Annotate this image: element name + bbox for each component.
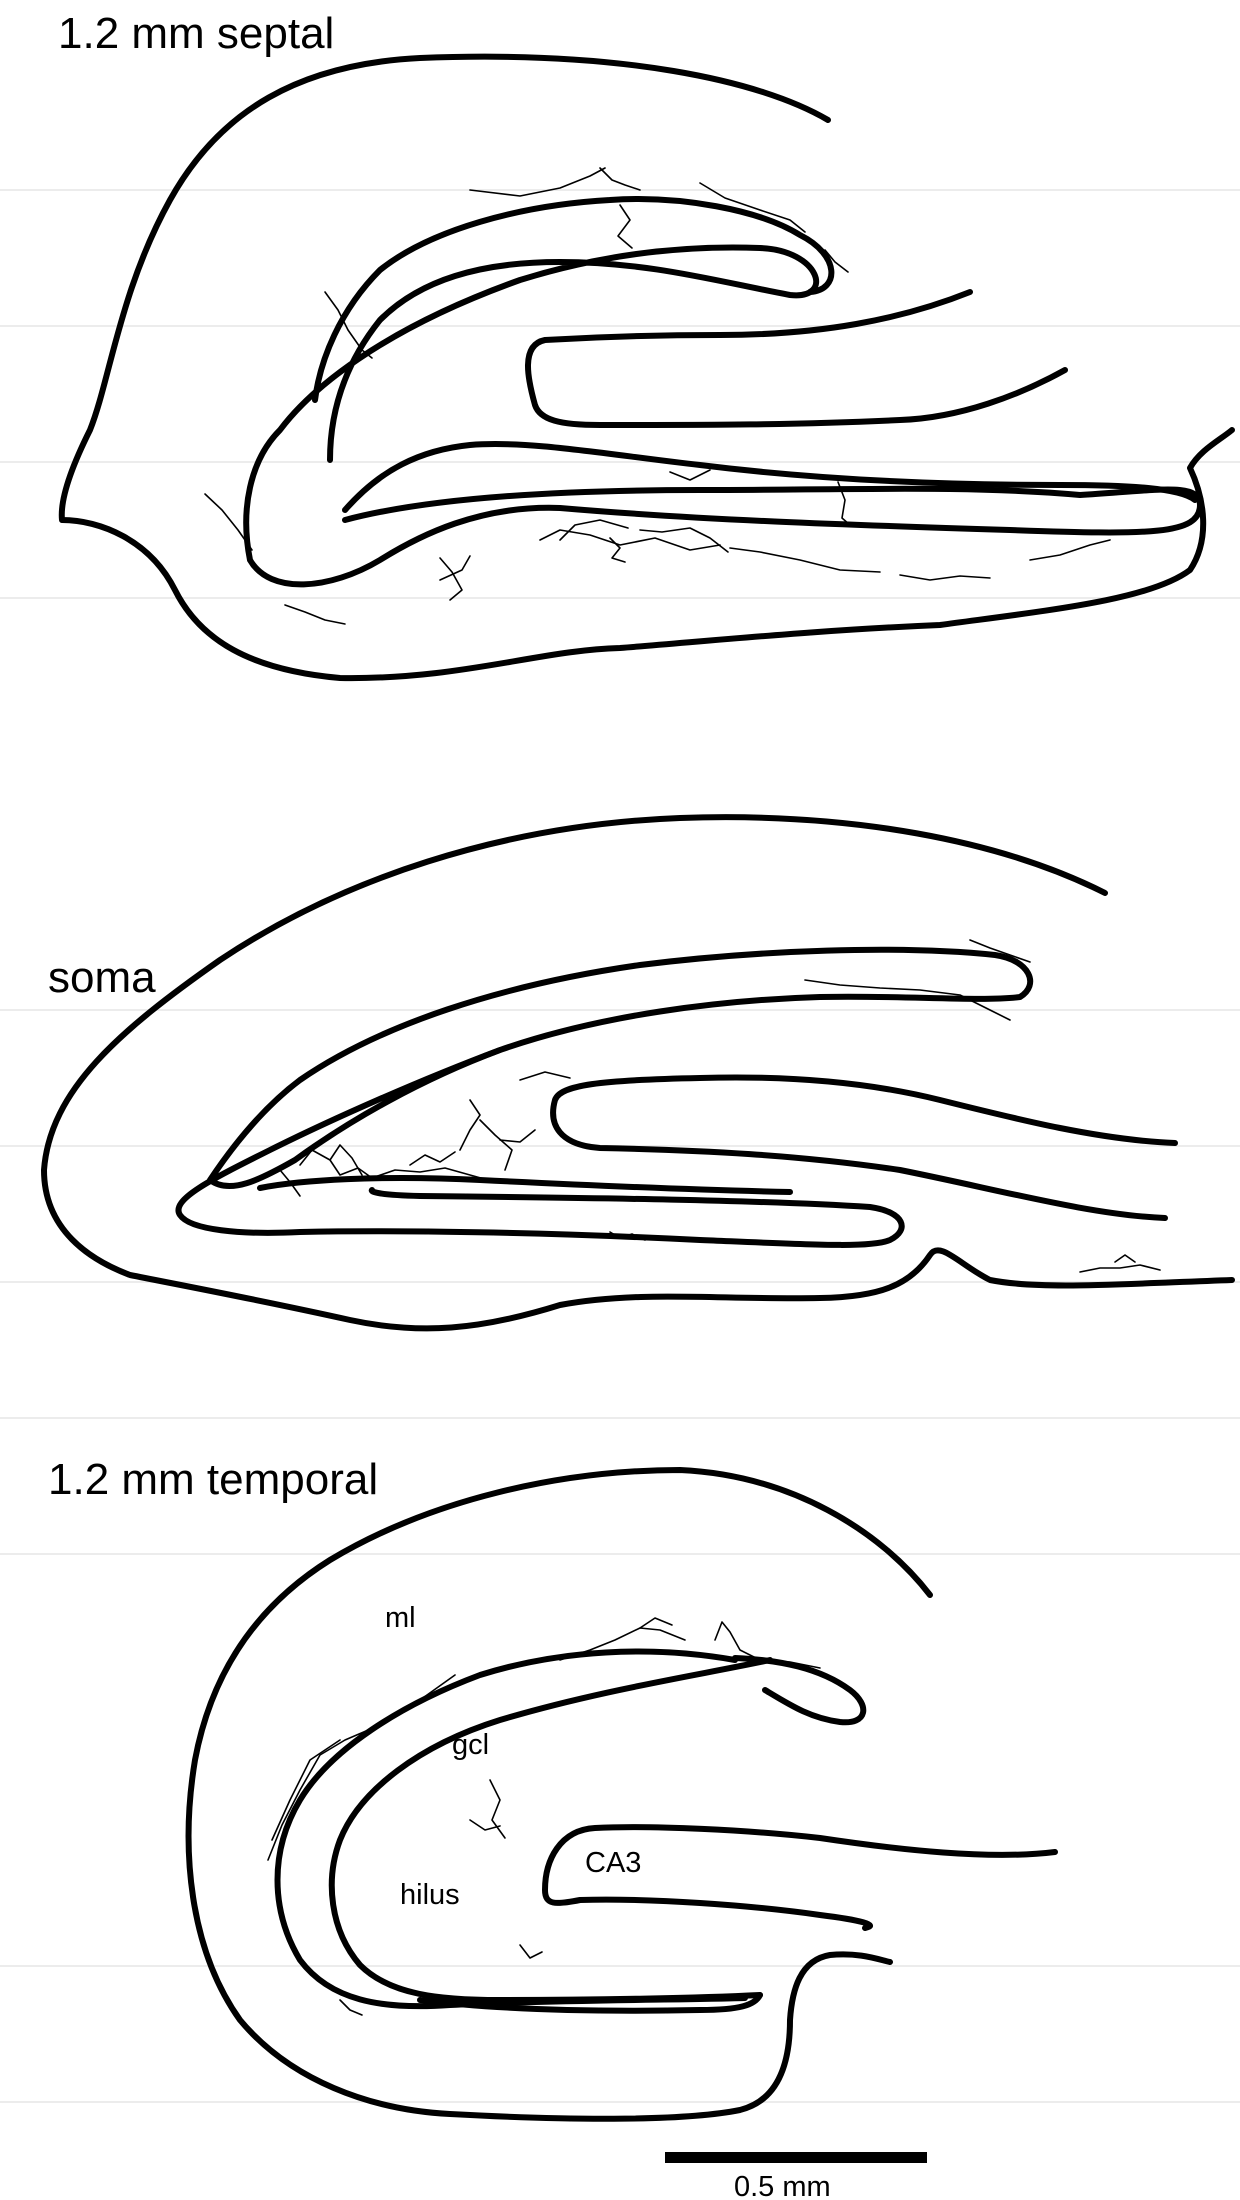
soma-outer-contour — [41, 814, 1235, 1332]
region-label-ml: ml — [385, 1602, 416, 1634]
soma-ca3-contour — [550, 1074, 1178, 1221]
septal-gcl-contour — [243, 244, 1203, 588]
temporal-hilus-contour — [328, 1657, 773, 2003]
region-label-hilus: hilus — [400, 1879, 460, 1911]
septal-panel-label: 1.2 mm septal — [58, 9, 334, 58]
soma-panel-label: soma — [48, 953, 156, 1002]
temporal-gcl-tip — [732, 1655, 867, 1726]
region-label-gcl: gcl — [452, 1729, 489, 1761]
temporal-panel-label: 1.2 mm temporal — [48, 1455, 378, 1504]
soma-inner-hilus — [257, 1175, 793, 1195]
temporal-outer-contour — [185, 1467, 933, 2122]
septal-ca3-contour — [525, 289, 1068, 428]
soma-hilus-contour — [175, 1047, 905, 1248]
septal-outer-contour — [58, 53, 1235, 682]
temporal-panel: 1.2 mm temporal ml gcl hilus CA3 — [48, 1455, 1058, 2122]
septal-gcl-inner — [312, 196, 835, 403]
septal-axon-traces — [204, 167, 1111, 625]
temporal-ca3-contour — [542, 1824, 1058, 1931]
soma-panel: soma — [41, 814, 1235, 1332]
septal-panel: 1.2 mm septal — [58, 9, 1235, 682]
scale-bar: 0.5 mm — [665, 2152, 927, 2200]
septal-hilus-contour — [342, 441, 1198, 513]
soma-axon-traces — [279, 939, 1161, 1273]
region-label-ca3: CA3 — [585, 1847, 641, 1879]
temporal-axon-traces — [267, 1617, 821, 2016]
temporal-lower-blade — [417, 1992, 763, 2014]
scale-bar-label: 0.5 mm — [734, 2171, 831, 2200]
scale-bar-line — [665, 2152, 927, 2163]
